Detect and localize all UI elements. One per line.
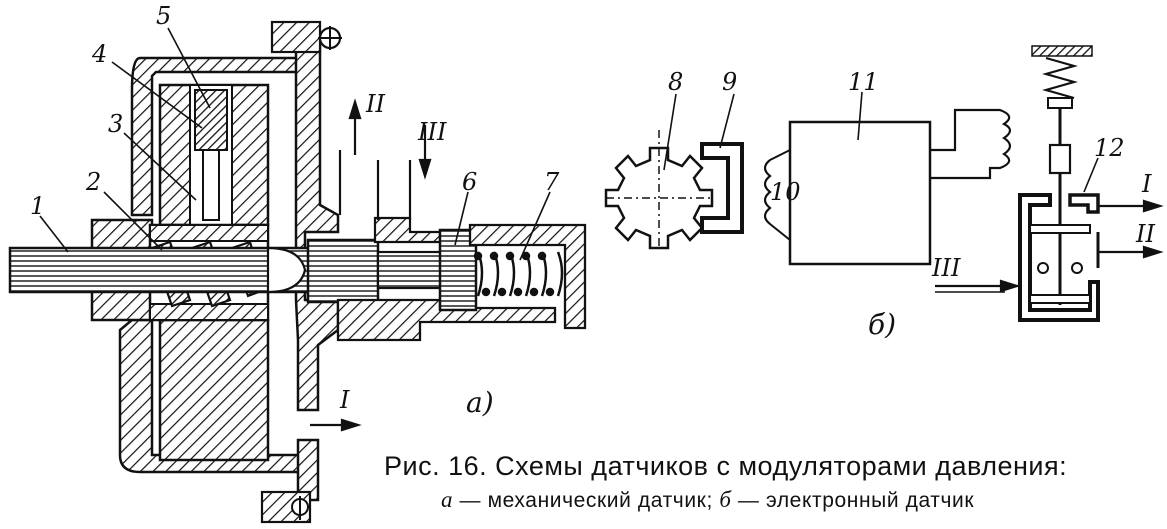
output-coil xyxy=(930,108,1012,180)
flow-label-b-II: II xyxy=(1135,220,1155,248)
mount-hatch xyxy=(1031,45,1093,57)
spring-7 xyxy=(473,251,564,297)
leader-lines-a xyxy=(39,27,551,261)
piston-4 xyxy=(194,89,228,151)
flow-label-b-I: I xyxy=(1141,170,1152,198)
label-part-12: 12 xyxy=(1094,134,1125,162)
coil-10 xyxy=(763,159,772,225)
label-part-10: 10 xyxy=(770,178,801,206)
label-part-6: 6 xyxy=(462,168,477,196)
magnet-core-9 xyxy=(700,142,744,234)
label-part-2: 2 xyxy=(85,168,101,196)
legend-b-text: — электронный датчик xyxy=(731,489,975,512)
label-part-5: 5 xyxy=(156,2,171,30)
valve-spring xyxy=(1041,56,1079,100)
label-part-7: 7 xyxy=(544,168,560,196)
legend-a-letter: а xyxy=(441,487,454,512)
cover-plate xyxy=(294,38,340,412)
subfigure-label-a: а) xyxy=(466,386,494,419)
spring-cap xyxy=(468,223,587,330)
flow-arrows-a xyxy=(310,98,432,432)
left-flange xyxy=(90,218,154,252)
figure-caption: Рис. 16. Схемы датчиков с модуляторами д… xyxy=(384,451,1068,481)
label-part-8: 8 xyxy=(668,68,683,96)
bottom-bolt xyxy=(260,490,312,524)
label-part-11: 11 xyxy=(848,68,879,96)
label-part-1: 1 xyxy=(30,192,45,220)
output-shaft xyxy=(306,238,380,304)
label-part-9: 9 xyxy=(722,68,737,96)
valve-housing xyxy=(1018,193,1100,322)
flywheel-lower xyxy=(158,318,270,462)
input-shaft xyxy=(8,246,312,294)
control-unit-11 xyxy=(788,120,932,266)
mechanical-sensor-drawing: 1 2 3 4 5 6 7 II III I а) xyxy=(8,2,587,524)
leader-lines-b xyxy=(663,91,1099,193)
figure-legend: а — механический датчик; б — электронный… xyxy=(441,487,1161,513)
flow-label-b-III: III xyxy=(931,254,961,282)
subfigure-label-b: б) xyxy=(868,308,896,341)
electronic-sensor-drawing: 8 9 10 11 12 I II III б) xyxy=(604,45,1164,341)
label-part-3: 3 xyxy=(108,110,123,138)
flow-label-a-III: III xyxy=(417,118,447,146)
flow-label-a-I: I xyxy=(339,386,350,414)
housing-lower xyxy=(118,318,302,474)
armature xyxy=(1048,143,1072,175)
top-bolt xyxy=(270,20,322,54)
flow-arrows-b xyxy=(935,199,1164,293)
flow-passages xyxy=(338,150,412,220)
flow-label-a-II: II xyxy=(365,90,385,118)
legend-b-letter: б xyxy=(719,487,732,512)
legend-a-text: — механический датчик; xyxy=(453,489,720,512)
label-part-4: 4 xyxy=(91,40,107,68)
housing-shell xyxy=(130,56,302,217)
